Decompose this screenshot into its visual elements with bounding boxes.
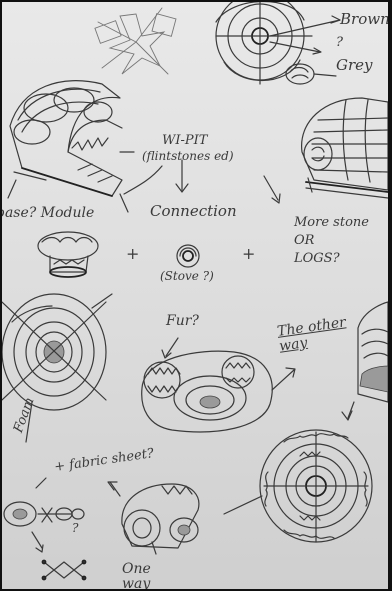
other-way-sketch (342, 302, 388, 420)
note-question-small: ? (72, 522, 78, 535)
note-connection: Connection (150, 204, 237, 220)
base-module-sketch (8, 81, 134, 212)
small-module-sketch (38, 232, 98, 277)
sketch-drawing (2, 2, 388, 589)
note-base-module: base? Module (2, 206, 94, 221)
faint-star-sketch (95, 8, 176, 74)
note-or: OR (294, 234, 314, 248)
note-question-top: ? (336, 36, 343, 50)
sketch-paper: Brown ? Grey WI-PIT (flintstones ed) bas… (2, 2, 388, 589)
top-round-seat-sketch (216, 2, 340, 84)
plus-sign-1: + (126, 246, 139, 263)
note-fur: Fur? (166, 314, 199, 329)
round-seat-fur-top-view (224, 430, 372, 542)
note-wi-pit: WI-PIT (162, 134, 207, 148)
stove-sketch (177, 245, 199, 267)
note-one-way: One way (122, 562, 162, 589)
plus-sign-2: + (242, 246, 255, 263)
fur-seat-sketch (142, 338, 295, 432)
stone-module-sketch (302, 98, 388, 198)
note-brown: Brown (340, 12, 388, 28)
note-more-stone: More stone (294, 216, 369, 230)
connection-arrows (124, 160, 280, 203)
note-stove: (Stove ?) (160, 270, 214, 283)
note-flintstones: (flintstones ed) (142, 150, 234, 163)
one-way-module-sketch (108, 482, 199, 554)
note-logs: LOGS? (294, 252, 340, 266)
note-grey: Grey (336, 58, 373, 74)
